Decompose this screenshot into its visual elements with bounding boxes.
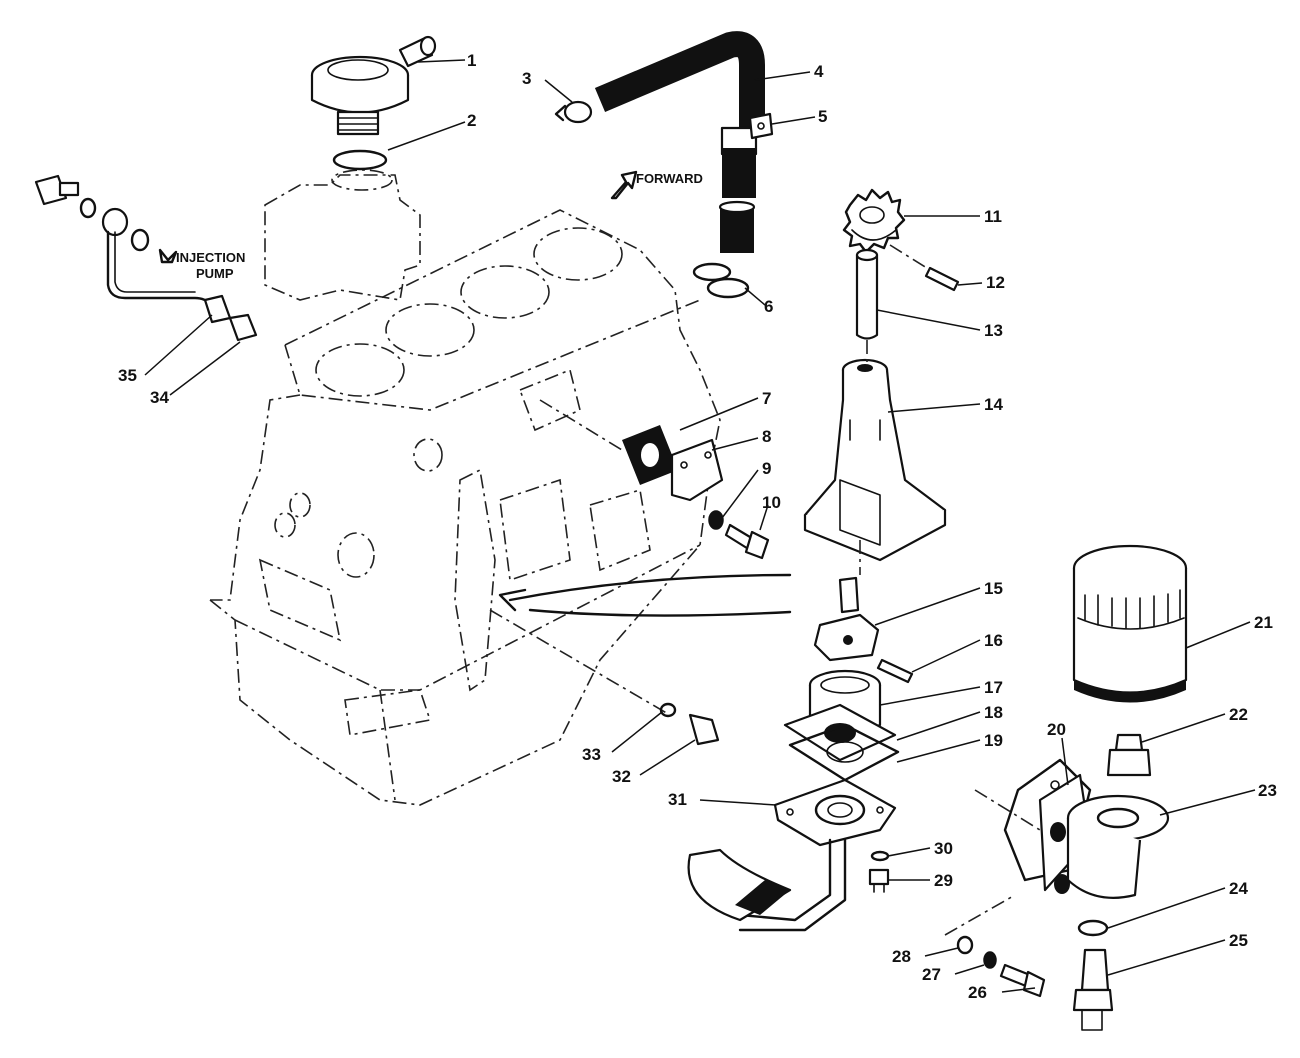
drive-gear	[842, 188, 906, 254]
callout-34: 34	[150, 388, 169, 407]
callout-3: 3	[522, 69, 531, 88]
callout-12: 12	[986, 273, 1005, 292]
callout-5: 5	[818, 107, 827, 126]
side-cover-plate	[670, 438, 724, 502]
injection-pump-oil-line	[34, 174, 258, 342]
filter-head-bolt	[999, 963, 1046, 998]
pump-bolt-washer	[870, 850, 890, 862]
callout-1: 1	[467, 51, 476, 70]
callout-20: 20	[1047, 720, 1066, 739]
oil-pump-cover-plate	[783, 703, 897, 762]
callout-31: 31	[668, 790, 687, 809]
callout-32: 32	[612, 767, 631, 786]
oil-pump-drive-housing	[803, 358, 947, 562]
drain-plug-washer	[659, 702, 677, 718]
callout-26: 26	[968, 983, 987, 1002]
breather-grommets	[692, 262, 750, 299]
callout-9: 9	[762, 459, 771, 478]
oil-pressure-switch	[1072, 948, 1114, 1031]
callout-35: 35	[118, 366, 137, 385]
oil-filter-head	[1038, 773, 1170, 899]
oil-pump-rotor	[813, 613, 880, 662]
pump-drive-pin	[876, 658, 914, 684]
callout-numbers: 1 2 3 4 5 6 7 8 9 10 11 12 13 14 15 16 1…	[118, 51, 1277, 1002]
forward-label: FORWARD	[636, 171, 703, 186]
callout-11: 11	[984, 207, 1002, 226]
callout-22: 22	[1229, 705, 1248, 724]
callout-14: 14	[984, 395, 1003, 414]
breather-hose-lower	[718, 200, 756, 253]
callout-23: 23	[1258, 781, 1277, 800]
callout-10: 10	[762, 493, 781, 512]
callout-17: 17	[984, 678, 1003, 697]
callout-2: 2	[467, 111, 476, 130]
pump-shaft-key	[838, 576, 860, 614]
callout-30: 30	[934, 839, 953, 858]
callout-24: 24	[1229, 879, 1248, 898]
filter-center-bolt	[1106, 733, 1152, 777]
callout-15: 15	[984, 579, 1003, 598]
callout-29: 29	[934, 871, 953, 890]
hose-clip	[748, 112, 774, 140]
callout-18: 18	[984, 703, 1003, 722]
callout-4: 4	[814, 62, 824, 81]
callout-27: 27	[922, 965, 941, 984]
callout-7: 7	[762, 389, 771, 408]
pump-location-arrow	[508, 573, 792, 617]
injection-pump-indicator: INJECTION PUMP	[158, 248, 245, 281]
hose-clamp	[554, 100, 593, 124]
oil-filler-cap	[310, 35, 437, 136]
forward-direction-indicator: FORWARD	[610, 170, 703, 200]
callout-16: 16	[984, 631, 1003, 650]
callout-6: 6	[764, 297, 773, 316]
callout-8: 8	[762, 427, 771, 446]
side-cover-bolt	[724, 523, 770, 560]
breather-hose	[594, 31, 765, 198]
callout-28: 28	[892, 947, 911, 966]
drive-shaft	[855, 248, 879, 340]
drive-gear-pin	[924, 266, 960, 292]
drain-plug	[688, 713, 720, 746]
callout-33: 33	[582, 745, 601, 764]
filler-cap-o-ring	[332, 149, 388, 171]
filter-head-washer-28	[956, 935, 974, 955]
callout-13: 13	[984, 321, 1003, 340]
side-cover-gasket	[622, 425, 678, 485]
callout-leaders	[144, 59, 1256, 993]
engine-block-outline	[209, 169, 721, 806]
callout-21: 21	[1254, 613, 1273, 632]
oil-pump-gasket	[788, 723, 900, 782]
filter-head-lock-washer	[983, 951, 997, 969]
oil-strainer-assembly	[687, 778, 897, 932]
oil-filter	[1072, 544, 1188, 703]
injection-label-line2: PUMP	[196, 266, 234, 281]
injection-label-line1: INJECTION	[176, 250, 245, 265]
filter-sealing-washer	[1077, 919, 1109, 937]
callout-19: 19	[984, 731, 1003, 750]
side-cover-washer	[708, 510, 724, 530]
callout-25: 25	[1229, 931, 1248, 950]
pump-mounting-bolt	[868, 868, 890, 893]
